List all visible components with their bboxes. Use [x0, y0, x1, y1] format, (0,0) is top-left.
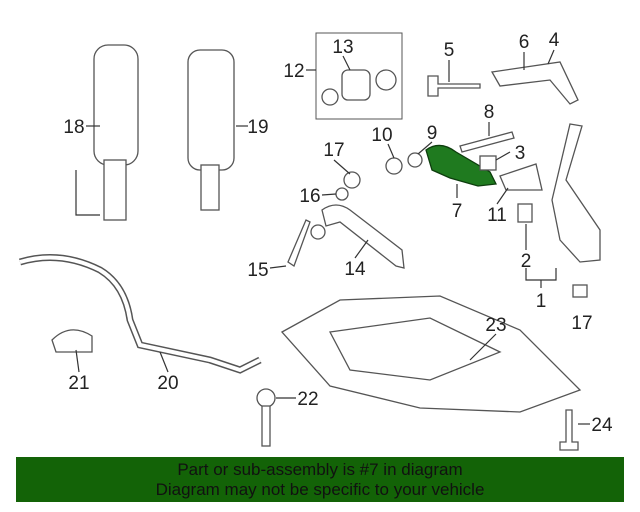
callout-1[interactable]: 1: [536, 291, 547, 312]
part-14-lower-arm[interactable]: [321, 204, 405, 269]
part-16-washer[interactable]: [335, 187, 349, 201]
part-15-bolt[interactable]: [287, 219, 311, 267]
callout-24[interactable]: 24: [591, 415, 613, 436]
callout-21[interactable]: 21: [68, 373, 89, 394]
callout-19[interactable]: 19: [247, 117, 268, 138]
part-11-boot[interactable]: [499, 163, 543, 191]
part-4-upper-arm[interactable]: [490, 61, 579, 105]
callout-7[interactable]: 7: [452, 201, 463, 222]
callout-20[interactable]: 20: [157, 373, 178, 394]
callout-18[interactable]: 18: [63, 117, 84, 138]
callout-5[interactable]: 5: [444, 40, 455, 61]
callout-10[interactable]: 10: [371, 125, 392, 146]
banner-line-2: Diagram may not be specific to your vehi…: [155, 480, 485, 499]
part-2-ball-joint[interactable]: [517, 203, 533, 223]
callout-15[interactable]: 15: [247, 260, 268, 281]
part-21-bracket[interactable]: [51, 329, 93, 353]
part-22-stabilizer-link[interactable]: [256, 388, 276, 447]
part-12-bushing-kit[interactable]: [315, 32, 403, 120]
part-10-nut[interactable]: [385, 157, 403, 175]
callout-17[interactable]: 17: [323, 140, 344, 161]
callout-3[interactable]: 3: [515, 143, 526, 164]
callout-23[interactable]: 23: [485, 315, 506, 336]
callout-17-lower[interactable]: 17: [571, 313, 592, 334]
part-17-nut-lower[interactable]: [572, 284, 588, 298]
banner-line-1: Part or sub-assembly is #7 in diagram: [177, 460, 463, 479]
part-18-air-strut[interactable]: [75, 44, 139, 221]
part-24-bolt[interactable]: [559, 409, 579, 451]
part-7-control-arm[interactable]: [425, 144, 497, 187]
part-3-bushing[interactable]: [479, 155, 497, 171]
part-17-nut[interactable]: [343, 171, 361, 189]
callout-16[interactable]: 16: [299, 186, 320, 207]
part-8-bolt[interactable]: [459, 131, 515, 153]
part-5-bolt[interactable]: [427, 75, 481, 97]
callout-8[interactable]: 8: [484, 102, 495, 123]
part-20-stabilizer-bar[interactable]: [18, 254, 262, 374]
callout-4[interactable]: 4: [549, 30, 560, 51]
callout-13[interactable]: 13: [332, 37, 353, 58]
part-9-washer[interactable]: [407, 152, 423, 168]
callout-22[interactable]: 22: [297, 389, 318, 410]
callout-14[interactable]: 14: [344, 259, 366, 280]
callout-2[interactable]: 2: [521, 251, 532, 272]
leader-lines: [75, 49, 590, 425]
info-banner: Part or sub-assembly is #7 in diagram Di…: [16, 457, 624, 502]
callout-9[interactable]: 9: [427, 123, 438, 144]
part-19-strut[interactable]: [187, 49, 235, 211]
callout-12[interactable]: 12: [283, 61, 304, 82]
callout-6[interactable]: 6: [519, 32, 530, 53]
callout-11[interactable]: 11: [487, 205, 507, 226]
part-1-knuckle[interactable]: [551, 123, 601, 263]
